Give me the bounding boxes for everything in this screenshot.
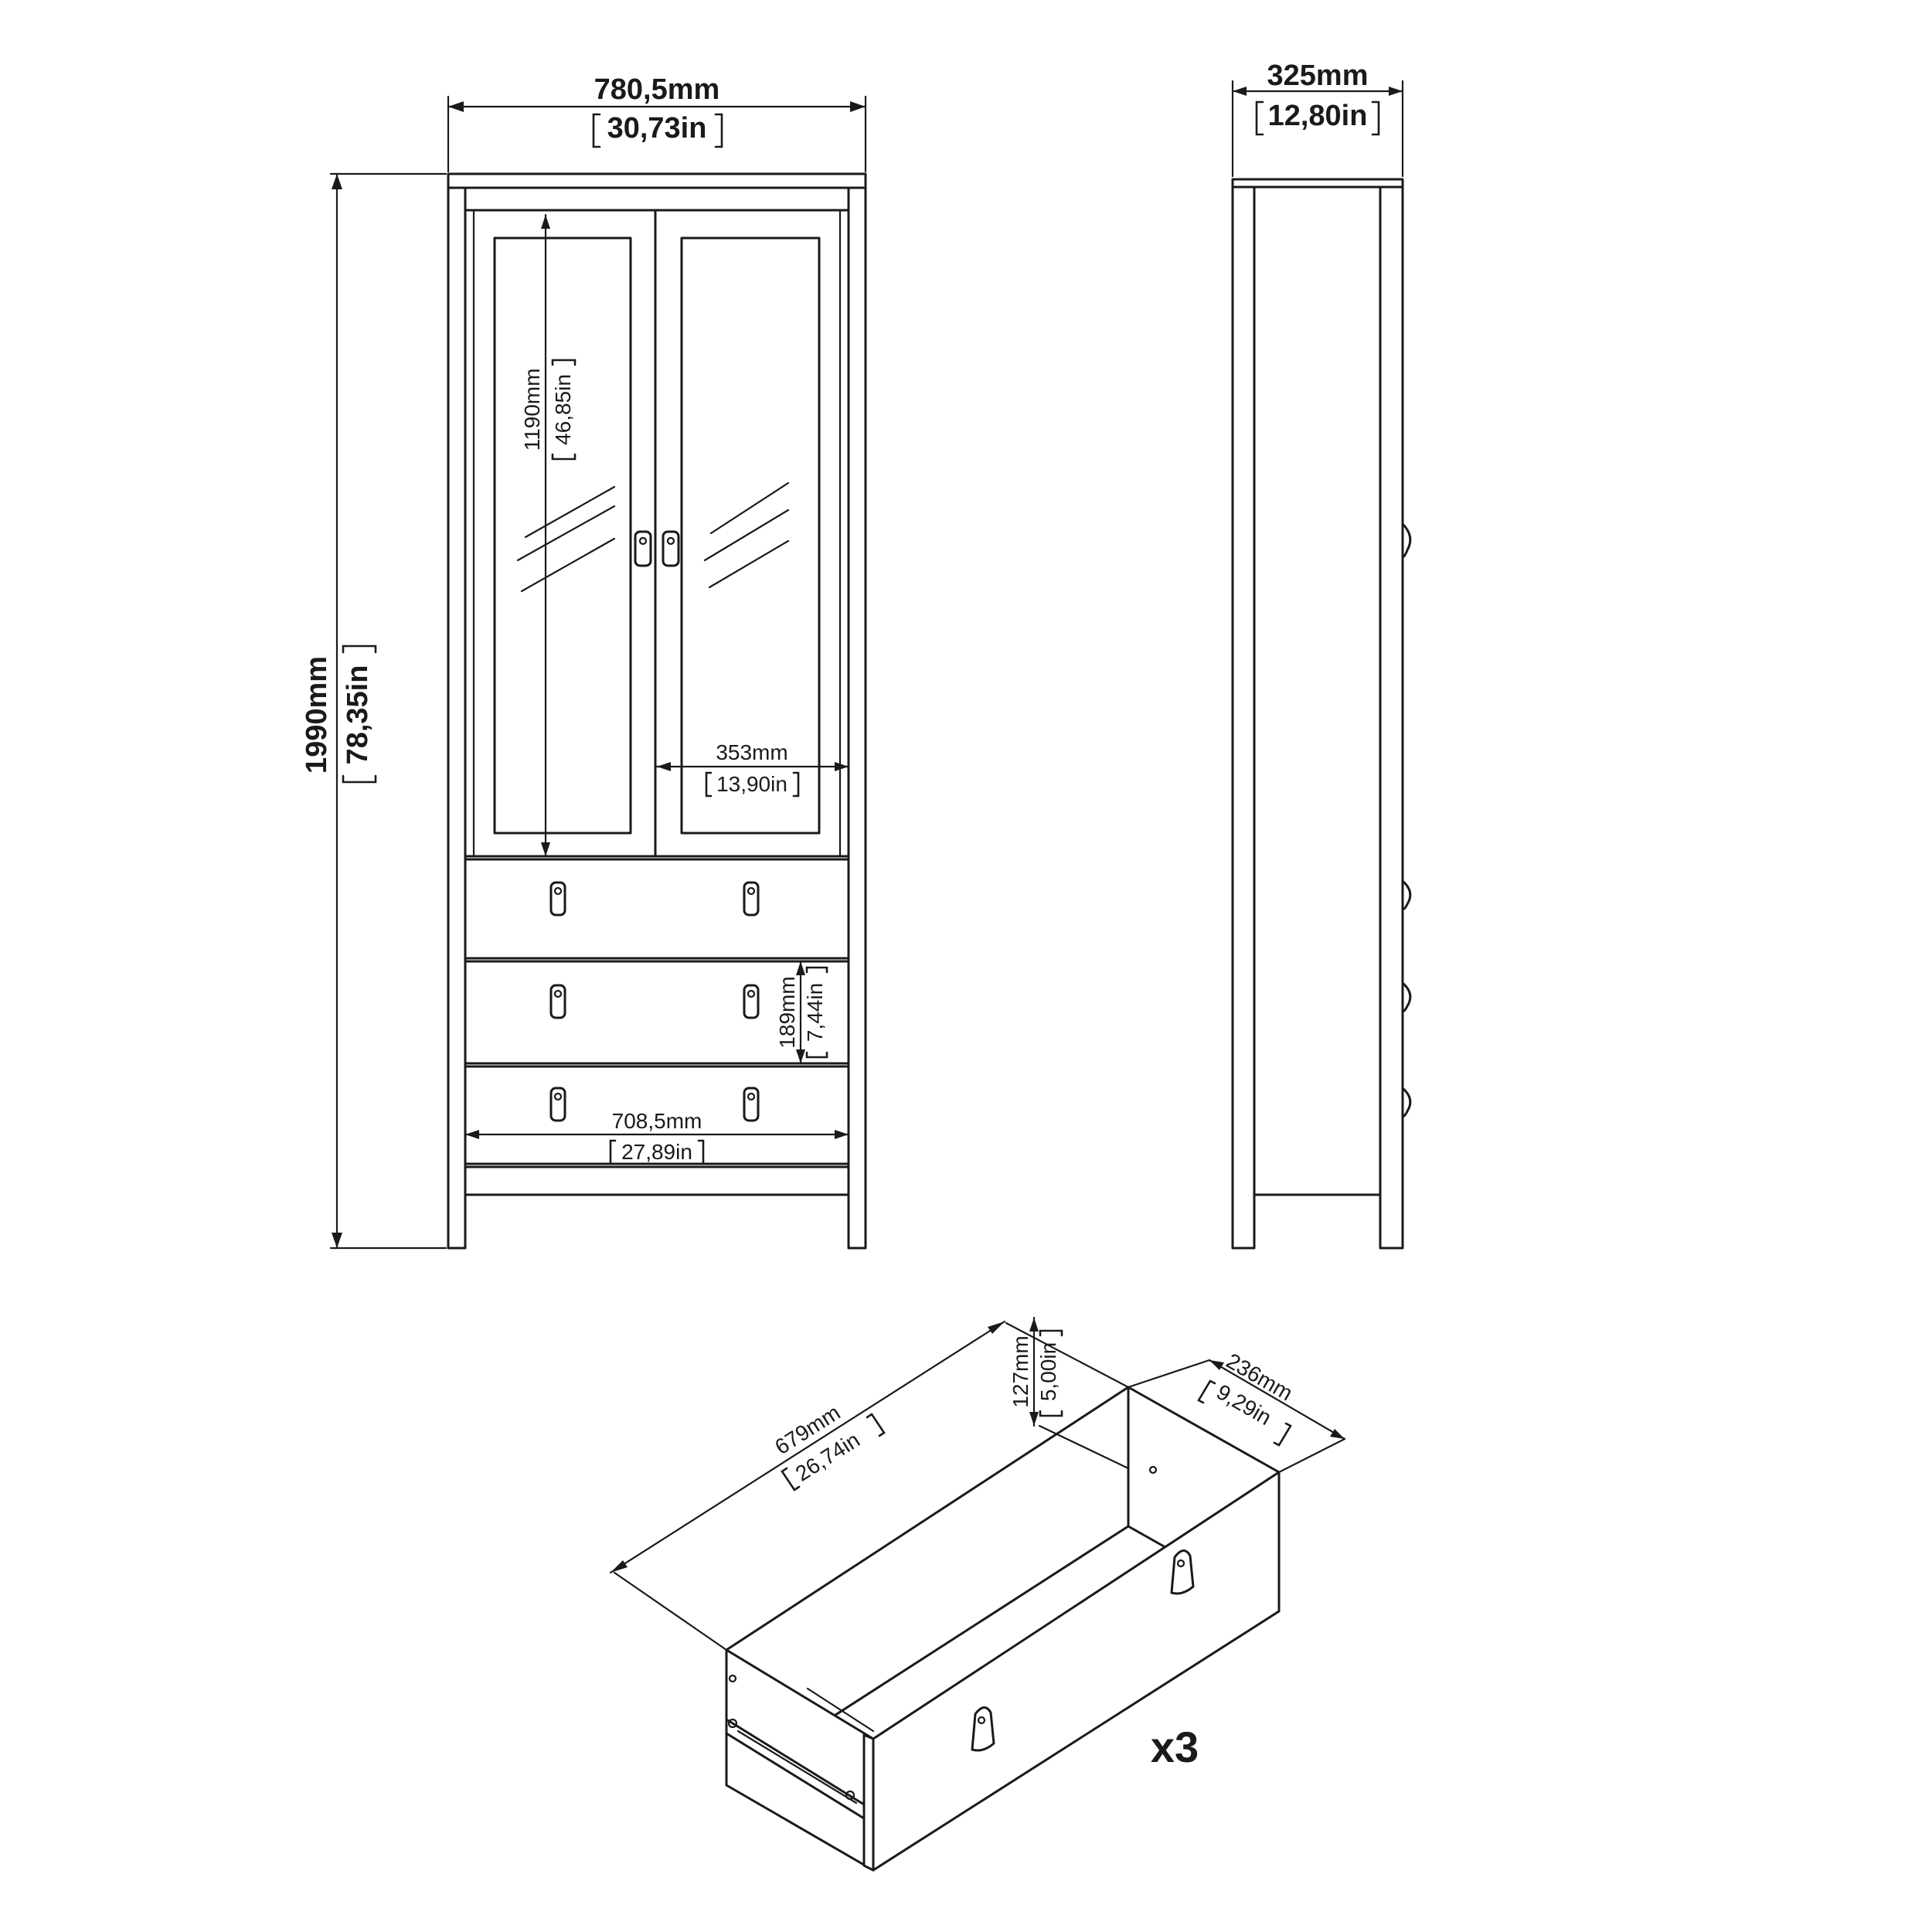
front-view: 780,5mm 30,73in 1990mm 78,35in 1190mm 46…: [301, 73, 867, 1250]
overall-width-mm: 780,5mm: [594, 73, 720, 106]
door-width-in: 13,90in: [716, 772, 787, 796]
depth-in: 12,80in: [1268, 100, 1368, 132]
inner-width-mm: 708,5mm: [612, 1109, 702, 1133]
side-back-post: [1231, 185, 1256, 1250]
dim-overall-height: 1990mm 78,35in: [301, 172, 447, 1250]
right-glass-door: [654, 209, 850, 858]
right-glass-pane: [680, 236, 821, 835]
drawer-pull-handle-icon: [971, 1549, 1195, 1752]
drawer-box-height-mm: 127mm: [1009, 1335, 1032, 1407]
inner-width-in: 27,89in: [621, 1140, 692, 1164]
dim-glass-height: 1190mm 46,85in: [520, 213, 577, 858]
left-glass-door: [464, 209, 657, 858]
drawer-front-1: [464, 858, 850, 960]
dim-overall-width: 780,5mm 30,73in: [447, 73, 867, 173]
drawer-front-3: [464, 1065, 850, 1165]
overall-width-in: 30,73in: [607, 112, 707, 145]
dim-depth: 325mm 12,80in: [1231, 60, 1404, 178]
dim-door-width: 353mm 13,90in: [655, 740, 850, 798]
drawer-box-height-in: 5,00in: [1036, 1342, 1060, 1401]
overall-height-in: 78,35in: [342, 665, 374, 765]
side-front-post: [1379, 185, 1404, 1250]
side-top: [1231, 178, 1404, 189]
dim-drawer-height: 189mm 7,44in: [775, 960, 828, 1065]
dim-inner-width: 708,5mm 27,89in: [464, 1109, 850, 1165]
top-board: [447, 172, 867, 189]
dim-drawer-box-height: 127mm 5,00in: [1005, 1316, 1130, 1470]
drawer-handle-icon: [549, 881, 760, 1122]
drawer-height-mm: 189mm: [775, 976, 799, 1048]
glass-height-in: 46,85in: [551, 374, 575, 445]
door-width-mm: 353mm: [716, 740, 787, 764]
left-glass-pane: [493, 236, 632, 835]
drawer-height-in: 7,44in: [803, 983, 827, 1042]
right-side-panel: [847, 186, 867, 1250]
side-handle-icon: [1401, 522, 1412, 1117]
left-side-panel: [447, 186, 467, 1250]
glass-height-mm: 1190mm: [520, 369, 544, 451]
screw-hole: [728, 1674, 737, 1683]
overall-height-mm: 1990mm: [301, 656, 333, 774]
glass-reflection: [524, 485, 616, 539]
drawer-detail: 679mm 26,74in 127mm 5,00in 236mm 9,29in: [609, 1316, 1346, 1872]
plinth-rail: [464, 1165, 850, 1196]
drawer-quantity: x3: [1151, 1723, 1199, 1771]
glass-reflection: [709, 481, 790, 535]
screw-hole: [1148, 1465, 1158, 1475]
door-handle-right-icon: [662, 530, 680, 567]
side-view: 325mm 12,80in: [1231, 60, 1412, 1250]
door-handle-left-icon: [634, 530, 652, 567]
drawer-front-2: [464, 960, 850, 1065]
depth-mm: 325mm: [1267, 60, 1369, 92]
